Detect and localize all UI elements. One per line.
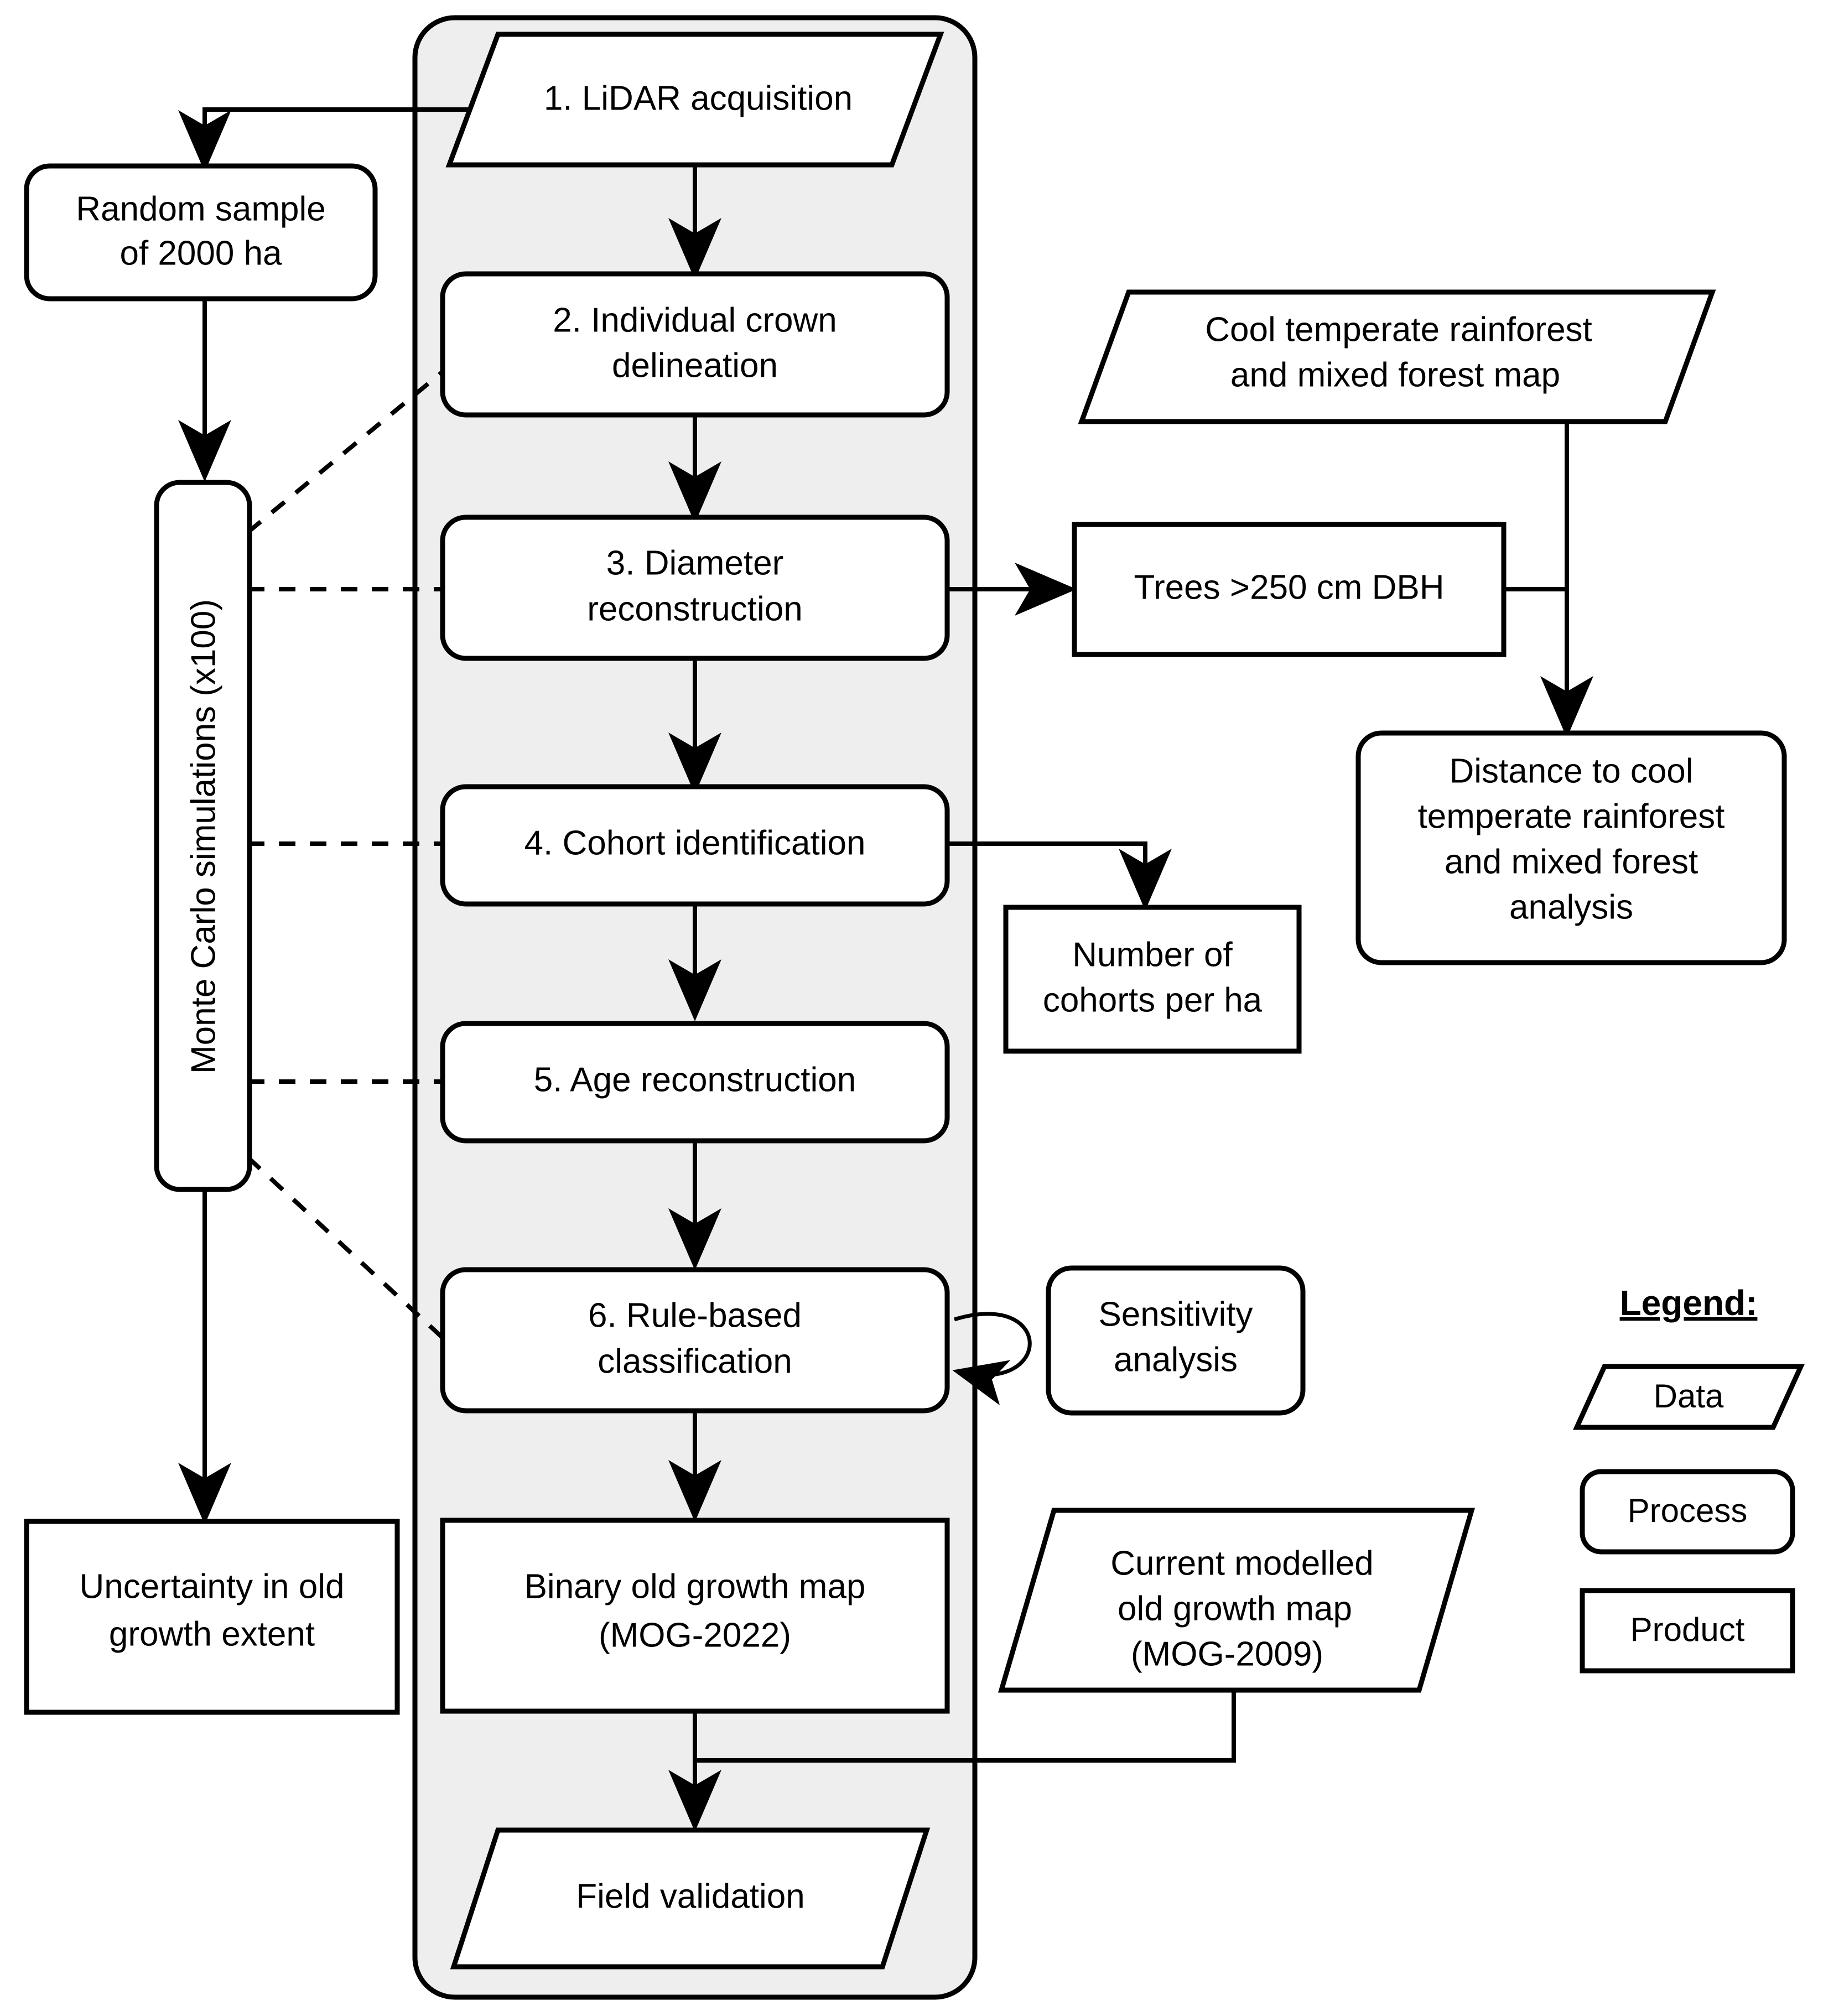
node-label-line2: and mixed forest map: [1230, 356, 1560, 394]
connector-mog2009-fieldvalidation: [695, 1688, 1236, 1763]
dashed-link-montecarlo-step2: [246, 370, 444, 534]
node-age-reconstruction[interactable]: 5. Age reconstruction: [440, 1021, 950, 1144]
node-label-line4: analysis: [1509, 888, 1633, 926]
node-label: Trees >250 cm DBH: [1134, 568, 1444, 606]
node-label-line1: Uncertainty in old: [79, 1567, 344, 1605]
legend-title: Legend:: [1620, 1283, 1758, 1323]
legend-swatch-data-icon: [1573, 1364, 1805, 1430]
node-cohort-identification[interactable]: 4. Cohort identification: [440, 784, 950, 907]
legend-label-data: Data: [1654, 1378, 1724, 1415]
node-label: 1. LiDAR acquisition: [544, 79, 853, 117]
legend-swatch-product-icon: [1580, 1588, 1795, 1674]
legend-swatch-process-icon: [1580, 1469, 1795, 1555]
node-field-validation[interactable]: Field validation: [450, 1827, 931, 1970]
node-label-line2: cohorts per ha: [1043, 981, 1263, 1019]
node-label-line1: 6. Rule-based: [588, 1296, 802, 1334]
node-label-line2: classification: [598, 1342, 792, 1380]
node-current-modelled-old-growth-map[interactable]: Current modelled old growth map (MOG-200…: [998, 1508, 1476, 1693]
node-label: 4. Cohort identification: [524, 824, 866, 862]
node-random-sample[interactable]: Random sample of 2000 ha: [24, 163, 378, 302]
node-label-line1: 3. Diameter: [606, 544, 783, 582]
node-monte-carlo-simulations[interactable]: Monte Carlo simulations (x100): [154, 480, 252, 1192]
node-label: Field validation: [576, 1877, 805, 1915]
node-label-line2: delineation: [612, 346, 778, 385]
node-label-line1: Cool temperate rainforest: [1205, 310, 1592, 349]
node-cool-temperate-rainforest-map[interactable]: Cool temperate rainforest and mixed fore…: [1078, 289, 1716, 424]
node-label-line1: Binary old growth map: [524, 1567, 866, 1605]
node-label-line3: and mixed forest: [1445, 843, 1698, 881]
node-individual-crown-delineation[interactable]: 2. Individual crown delineation: [440, 271, 950, 418]
node-number-of-cohorts-per-ha[interactable]: Number of cohorts per ha: [1003, 905, 1302, 1054]
node-distance-to-rainforest-analysis[interactable]: Distance to cool temperate rainforest an…: [1355, 730, 1787, 965]
legend-item-data: Data: [1573, 1364, 1805, 1430]
legend-label-product: Product: [1630, 1611, 1745, 1648]
connector-step4-cohortsperha: [947, 841, 1172, 911]
node-uncertainty-old-growth-extent[interactable]: Uncertainty in old growth extent: [24, 1519, 400, 1715]
node-label-line2: old growth map: [1118, 1589, 1352, 1628]
node-trees-250cm-dbh[interactable]: Trees >250 cm DBH: [1072, 522, 1507, 657]
node-rule-based-classification[interactable]: 6. Rule-based classification: [440, 1267, 950, 1414]
legend-item-product: Product: [1580, 1588, 1795, 1674]
node-label-line2: analysis: [1114, 1340, 1238, 1379]
node-label-line3: (MOG-2009): [1131, 1635, 1323, 1673]
node-label-line1: Number of: [1072, 936, 1233, 974]
node-label-line2: reconstruction: [587, 590, 802, 628]
node-label-line1: Distance to cool: [1449, 752, 1693, 790]
node-label: 5. Age reconstruction: [534, 1061, 856, 1099]
node-binary-old-growth-map[interactable]: Binary old growth map (MOG-2022): [440, 1518, 950, 1714]
node-diameter-reconstruction[interactable]: 3. Diameter reconstruction: [440, 515, 950, 661]
legend-label-process: Process: [1628, 1492, 1748, 1529]
node-label-line2: of 2000 ha: [120, 234, 282, 272]
connector-step1-randomsample: [178, 107, 498, 172]
legend: Legend: Data Process Product: [1573, 1283, 1805, 1674]
node-label-line1: Random sample: [76, 190, 325, 228]
dashed-link-montecarlo-step6: [246, 1156, 444, 1339]
node-label-line1: 2. Individual crown: [553, 301, 837, 339]
node-label-line1: Current modelled: [1110, 1544, 1374, 1582]
legend-item-process: Process: [1580, 1469, 1795, 1555]
node-label-line2: temperate rainforest: [1418, 797, 1725, 835]
node-label: Monte Carlo simulations (x100): [184, 599, 222, 1074]
node-label-line2: (MOG-2022): [599, 1616, 791, 1654]
node-label-line1: Sensitivity: [1098, 1295, 1253, 1333]
node-label-line2: growth extent: [109, 1615, 315, 1653]
connector-sensitivity-loop: [952, 1312, 1032, 1406]
node-sensitivity-analysis[interactable]: Sensitivity analysis: [1046, 1265, 1306, 1416]
node-lidar-acquisition[interactable]: 1. LiDAR acquisition: [445, 32, 944, 168]
